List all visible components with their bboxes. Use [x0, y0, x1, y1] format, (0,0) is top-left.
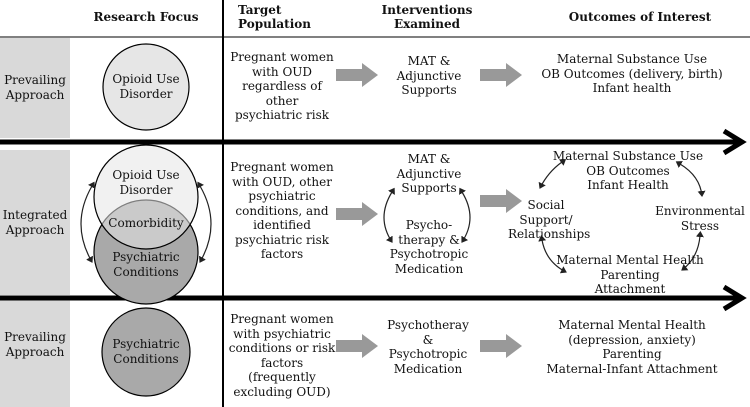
row1-band [0, 38, 70, 138]
opioid-use-circle [102, 43, 190, 131]
row2-comorbidity-label: Comorbidity [108, 216, 184, 230]
arrow-r3-b [480, 334, 522, 358]
row3-outcomes: Maternal Mental Health (depression, anxi… [546, 318, 718, 376]
row2-population: Pregnant women with OUD, other psychiatr… [230, 160, 334, 261]
outcomes-cycle-arrow-tr [675, 161, 706, 197]
timeline-arrow-1 [0, 128, 747, 156]
interventions-right-cycle-arrow [459, 187, 471, 243]
venn-left-cycle-arrow [80, 181, 95, 263]
row3-label: Prevailing Approach [4, 330, 66, 359]
outcomes-cycle-arrow-br [681, 231, 704, 271]
arrow-r1-b [480, 63, 522, 87]
outcomes-cycle-arrow-tl [538, 159, 567, 189]
header-research-focus: Research Focus [93, 10, 199, 24]
header-target-population: Target Population [238, 3, 311, 31]
row2-interventions-bottom: Psycho- therapy & Psychotropic Medicatio… [389, 218, 469, 276]
row2-label: Integrated Approach [2, 208, 68, 237]
arrow-r2-a [336, 202, 378, 226]
arrow-r3-a [336, 334, 378, 358]
row1-population: Pregnant women with OUD regardless of ot… [230, 50, 334, 122]
arrow-r2-b [480, 189, 522, 213]
row3-interventions: Psychotheray & Psychotropic Medication [387, 318, 469, 376]
row2-band [0, 150, 70, 295]
row1-interventions: MAT & Adjunctive Supports [396, 54, 462, 97]
row2-interventions-top: MAT & Adjunctive Supports [396, 152, 462, 195]
row3-band [0, 300, 70, 407]
row2-outcome-right: Environmental Stress [655, 204, 745, 233]
venn-right-cycle-arrow [197, 181, 212, 263]
row2-outcome-top: Maternal Substance Use OB Outcomes Infan… [552, 149, 704, 192]
row2-opioid-label: Opioid Use Disorder [112, 168, 180, 197]
row3-circle-label: Psychiatric Conditions [112, 337, 180, 366]
row3-population: Pregnant women with psychiatric conditio… [228, 312, 336, 399]
outcomes-cycle-arrow-bl [538, 235, 567, 274]
arrow-r1-a [336, 63, 378, 87]
row2-outcome-bottom: Maternal Mental Health Parenting Attachm… [556, 253, 704, 296]
header-interventions: Interventions Examined [381, 3, 473, 31]
interventions-left-cycle-arrow [383, 187, 395, 243]
row2-psychiatric-label: Psychiatric Conditions [112, 250, 180, 279]
column-divider [222, 0, 224, 407]
row1-circle-label: Opioid Use Disorder [112, 72, 180, 101]
row2-outcome-left: Social Support/ Relationships [508, 198, 591, 241]
psychiatric-circle [101, 307, 191, 397]
header-outcomes: Outcomes of Interest [568, 10, 712, 24]
row1-outcomes: Maternal Substance Use OB Outcomes (deli… [541, 52, 723, 95]
row1-label: Prevailing Approach [4, 73, 66, 102]
gray-arrows [336, 63, 522, 358]
